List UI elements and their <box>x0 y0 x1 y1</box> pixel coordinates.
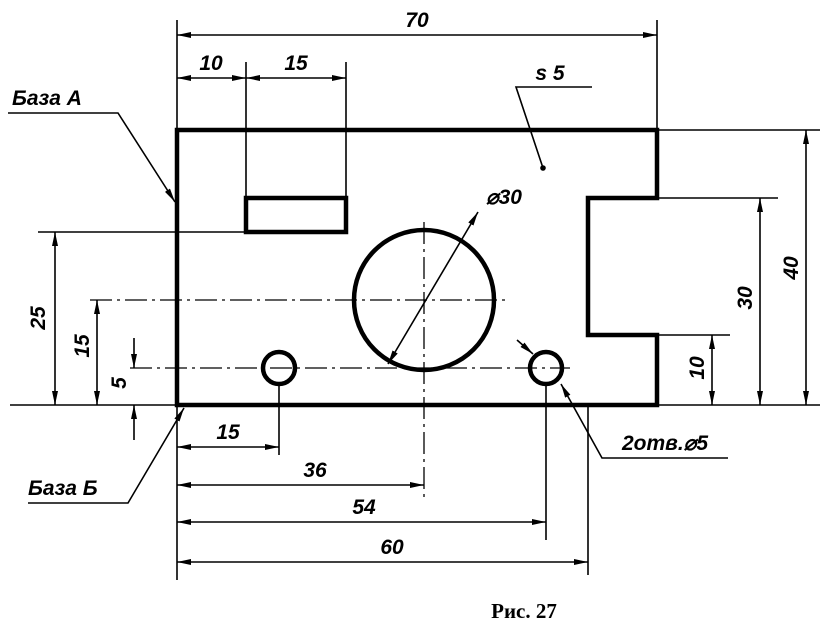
datum-a-leader <box>8 112 176 203</box>
datum-b-leader <box>28 407 185 504</box>
thickness-leader-dot <box>540 165 546 171</box>
small-holes-label: 2отв.⌀5 <box>621 432 708 455</box>
diameter-leader <box>387 211 479 365</box>
rectangular-slot <box>243 195 349 235</box>
dim-25: 25 <box>27 306 50 331</box>
thickness-leader <box>514 86 592 169</box>
dim-5: 5 <box>108 377 131 389</box>
small-holes-leader <box>560 383 728 459</box>
dim-15-vertical: 15 <box>71 334 94 358</box>
small-holes-leader-arrow <box>516 339 534 355</box>
dim-30: 30 <box>734 286 757 310</box>
datum-b-label: База Б <box>28 477 98 500</box>
hole-diameter-label: ⌀30 <box>486 186 522 209</box>
part-outline <box>174 127 660 408</box>
thickness-note: s 5 <box>535 62 565 85</box>
dim-70: 70 <box>405 9 429 32</box>
dim-10-notch: 10 <box>686 356 709 380</box>
dim-15-hole: 15 <box>216 421 240 444</box>
dim-40: 40 <box>780 256 803 281</box>
datum-a-label: База А <box>12 87 82 110</box>
dim-15-slot: 15 <box>284 52 308 75</box>
dim-36: 36 <box>303 459 327 482</box>
figure-caption: Рис. 27 <box>491 599 557 623</box>
extension-lines <box>10 20 820 580</box>
dim-54: 54 <box>352 496 376 519</box>
dim-60: 60 <box>380 536 404 559</box>
dim-10: 10 <box>199 52 223 75</box>
